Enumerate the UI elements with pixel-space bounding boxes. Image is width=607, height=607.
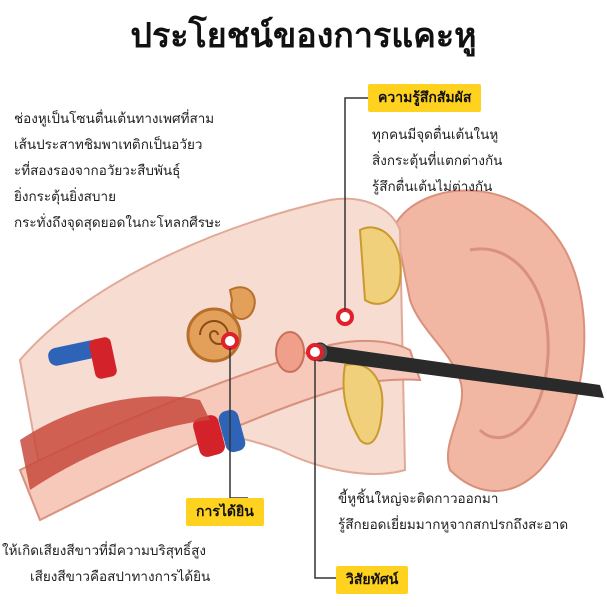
connector-sensation xyxy=(344,97,368,310)
right-line: สิ่งกระตุ้นที่แตกต่างกัน xyxy=(372,153,503,169)
outer-ear xyxy=(393,189,586,492)
label-hearing: การได้ยิน xyxy=(186,498,264,526)
marker-method xyxy=(306,343,324,361)
bottom-right-line: รู้สึกยอดเยี่ยมมากหูจากสกปรกถึงสะอาด xyxy=(338,517,569,533)
right-line: ทุกคนมีจุดตื่นเต้นในหู xyxy=(372,127,499,143)
left-line: ะที่สองรองจากอวัยวะสืบพันธุ์ xyxy=(14,163,181,179)
bottom-left-paragraph: ให้เกิดเสียงสีขาวที่มีความบริสุทธิ์สูง เ… xyxy=(2,538,210,590)
left-line: ยิ่งกระตุ้นยิ่งสบาย xyxy=(14,189,116,205)
bottom-left-line: ให้เกิดเสียงสีขาวที่มีความบริสุทธิ์สูง xyxy=(2,543,206,559)
right-line: รู้สึกตื่นเต้นไม่ต่างกัน xyxy=(372,179,493,195)
connector-method xyxy=(314,360,336,579)
label-sensation: ความรู้สึกสัมผัส xyxy=(368,84,482,112)
marker-sensation xyxy=(336,308,354,326)
ear-pick-probe xyxy=(318,345,604,398)
bottom-left-line: เสียงสีขาวคือสปาทางการได้ยิน xyxy=(30,569,211,585)
left-line: เส้นประสาทชิมพาเทติกเป็นอวัยว xyxy=(14,137,203,153)
bottom-right-line: ขี้หูชิ้นใหญ่จะติดกาวออกมา xyxy=(338,491,499,507)
marker-hearing xyxy=(221,332,239,350)
left-line: ช่องหูเป็นโซนตื่นเต้นทางเพศที่สาม xyxy=(14,111,215,127)
label-method: วิสัยทัศน์ xyxy=(336,566,409,594)
left-line: กระทั่งถึงจุดสุดยอดในกะโหลกศีรษะ xyxy=(14,215,222,231)
left-paragraph: ช่องหูเป็นโซนตื่นเต้นทางเพศที่สาม เส้นปร… xyxy=(14,106,221,236)
right-paragraph: ทุกคนมีจุดตื่นเต้นในหู สิ่งกระตุ้นที่แตก… xyxy=(372,122,502,200)
cartilage xyxy=(358,226,402,305)
page-title: ประโยชน์ของการแคะหู xyxy=(130,16,477,56)
bottom-right-paragraph: ขี้หูชิ้นใหญ่จะติดกาวออกมา รู้สึกยอดเยี่… xyxy=(338,486,568,538)
